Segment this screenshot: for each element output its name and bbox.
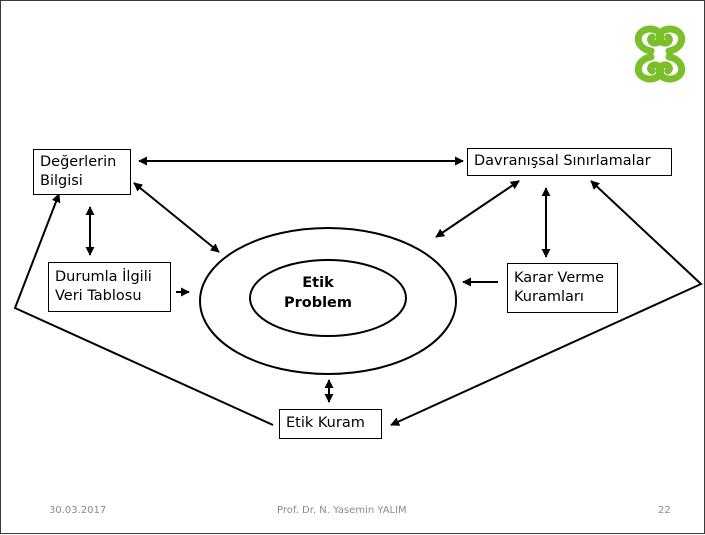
arrow-values-problem [133, 182, 220, 253]
node-etik-kuram: Etik Kuram [279, 409, 382, 439]
node-davranissal-sinirlamalar: Davranışsal Sınırlamalar [467, 148, 672, 176]
node-karar-verme: Karar Verme Kuramları [507, 263, 618, 313]
node-durumla-ilgili: Durumla İlgili Veri Tablosu [48, 262, 171, 312]
footer-date: 30.03.2017 [49, 505, 107, 516]
arrow-kuram-behavioral [390, 180, 703, 426]
arrow-behavioral-problem [435, 180, 520, 238]
node-degerlerin-bilgisi: Değerlerin Bilgisi [33, 149, 131, 195]
center-etik-problem-label: Etik Problem [283, 275, 353, 311]
footer-author: Prof. Dr. N. Yasemin YALIM [277, 505, 407, 516]
arrow-kuram-values [13, 193, 274, 426]
logo-icon [634, 25, 686, 83]
footer-page-number: 22 [658, 505, 671, 516]
